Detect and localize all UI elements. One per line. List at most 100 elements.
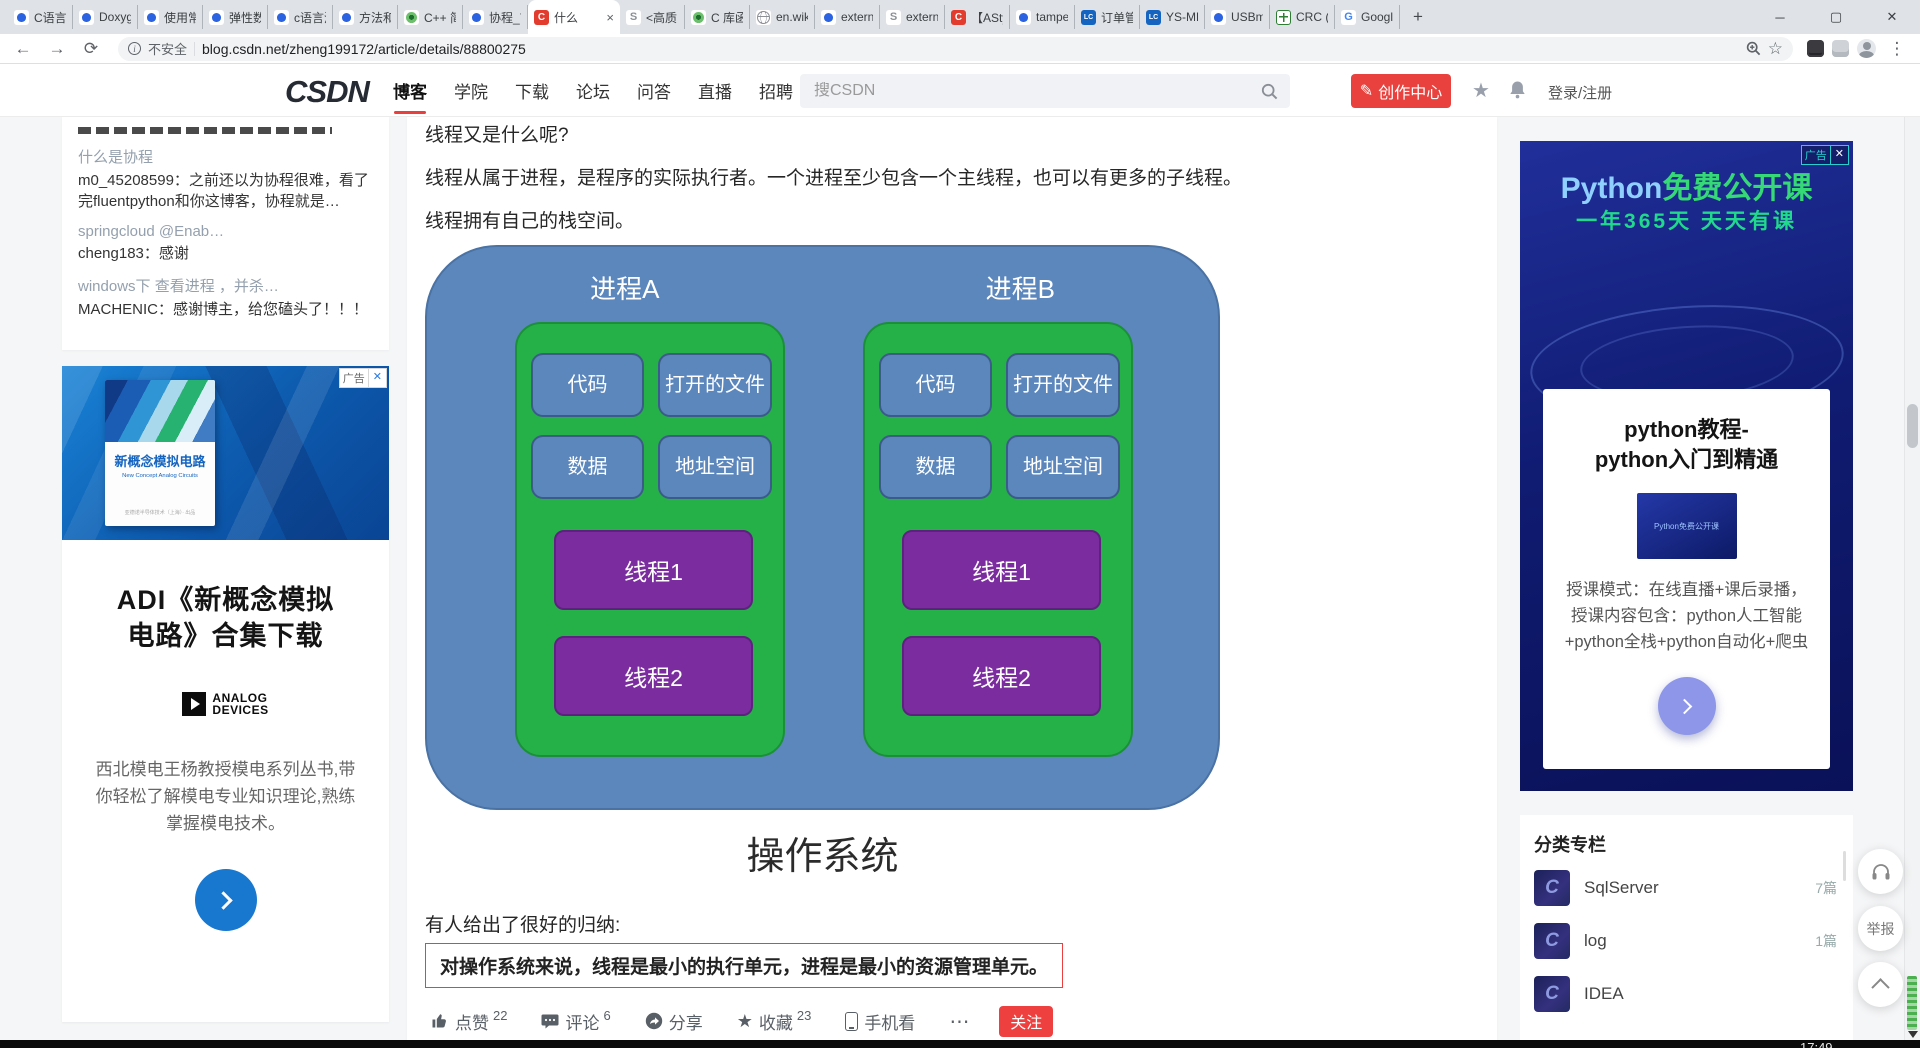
url-omnibox[interactable]: i 不安全 blog.csdn.net/zheng199172/article/…: [118, 36, 1793, 61]
csdn-logo[interactable]: CSDN: [285, 74, 370, 109]
nav-item[interactable]: 问答: [637, 83, 671, 102]
ad-close-icon[interactable]: ✕: [1830, 145, 1849, 165]
phone-icon: [845, 1011, 859, 1031]
category-name: log: [1584, 930, 1607, 950]
article-paragraph: 线程从属于进程，是程序的实际执行者。一个进程至少包含一个主线程，也可以有更多的子…: [425, 168, 1243, 189]
browser-tab[interactable]: <高质 ×: [620, 5, 685, 29]
browser-tab[interactable]: 什么 ×: [528, 0, 620, 34]
python-ad-arrow-button[interactable]: [1657, 677, 1716, 735]
browser-tab[interactable]: Google ×: [1335, 5, 1400, 29]
browser-tab[interactable]: C语言 ×: [8, 5, 73, 29]
browser-menu-kebab-icon[interactable]: ⋮: [1888, 38, 1906, 58]
browser-tab[interactable]: 协程_首 ×: [463, 5, 528, 29]
comment-item[interactable]: springcloud @Enab… cheng183：感谢: [78, 223, 373, 264]
extension-icon[interactable]: [1832, 40, 1849, 57]
category-item[interactable]: C log 1篇: [1520, 914, 1853, 967]
reload-icon[interactable]: ⟳: [83, 38, 99, 58]
report-button[interactable]: 举报: [1858, 906, 1903, 951]
page-info-icon[interactable]: i: [128, 42, 141, 55]
url-text[interactable]: blog.csdn.net/zheng199172/article/detail…: [202, 40, 526, 57]
bookmark-star-icon[interactable]: ☆: [1767, 38, 1783, 58]
tab-title: extern: [906, 10, 938, 24]
browser-tab[interactable]: C++ 简 ×: [398, 5, 463, 29]
category-item[interactable]: C SqlServer 7篇: [1520, 861, 1853, 914]
comment-article-title[interactable]: windows下 查看进程 ，并杀…: [78, 278, 279, 295]
star-icon: ★: [736, 1010, 753, 1031]
search-input[interactable]: [800, 82, 1261, 100]
address-divider: [194, 41, 196, 56]
back-icon[interactable]: ←: [14, 38, 32, 58]
nav-item[interactable]: 学院: [454, 83, 488, 102]
page-scrollbar-track[interactable]: [1904, 64, 1920, 1040]
forward-icon[interactable]: →: [48, 38, 66, 58]
extension-icon[interactable]: [1807, 40, 1824, 57]
notification-bell-icon[interactable]: [1508, 80, 1527, 100]
browser-tab[interactable]: 订单管 ×: [1075, 5, 1140, 29]
mobile-view-button[interactable]: 手机看: [845, 1009, 915, 1034]
comment-item[interactable]: windows下 查看进程 ，并杀… MACHENIC：感谢博主，给您磕头了！！…: [78, 275, 373, 320]
browser-tab[interactable]: 【ASty ×: [945, 5, 1010, 29]
window-close-button[interactable]: ✕: [1886, 9, 1898, 24]
new-tab-button[interactable]: +: [1413, 7, 1423, 26]
browser-tab[interactable]: 使用常 ×: [138, 5, 203, 29]
back-to-top-button[interactable]: [1858, 962, 1903, 1007]
nav-item[interactable]: 论坛: [576, 83, 610, 102]
ad-close-icon[interactable]: ✕: [368, 368, 387, 388]
window-minimize-button[interactable]: ─: [1775, 9, 1785, 25]
browser-tab[interactable]: 弹性数 ×: [203, 5, 268, 29]
page-scrollbar-thumb[interactable]: [1907, 404, 1918, 448]
nav-item[interactable]: 下载: [515, 83, 549, 102]
comment-item[interactable]: 什么是协程 m0_45208599：之前还以为协程很难，看了完fluentpyt…: [78, 146, 373, 212]
customer-service-button[interactable]: [1858, 849, 1903, 894]
category-scrollbar-thumb[interactable]: [1843, 851, 1846, 881]
browser-tab[interactable]: C 库函 ×: [685, 5, 750, 29]
tab-title: C语言: [34, 10, 66, 25]
browser-tab[interactable]: extern ×: [880, 5, 945, 29]
window-maximize-button[interactable]: ▢: [1829, 9, 1843, 24]
tab-title: 使用常: [164, 10, 196, 25]
userscript-scroll-indicator[interactable]: [1907, 976, 1917, 1030]
comment-article-title[interactable]: 什么是协程: [78, 149, 154, 166]
category-icon: C: [1534, 922, 1570, 959]
resource-box: 代码: [879, 353, 992, 417]
headphones-icon: [1872, 863, 1889, 879]
search-icon[interactable]: [1261, 83, 1278, 100]
share-button[interactable]: 分享: [645, 1009, 703, 1034]
browser-tab[interactable]: tampe ×: [1010, 5, 1075, 29]
tab-favicon: [1276, 9, 1291, 25]
clipped-comment-line: [78, 127, 332, 134]
comment-article-title[interactable]: springcloud @Enab…: [78, 223, 225, 240]
nav-item[interactable]: 直播: [698, 83, 732, 102]
browser-tab[interactable]: c语言浅 ×: [268, 5, 333, 29]
python-course-title: python入门到精通: [1594, 447, 1779, 472]
browser-tab[interactable]: extern ×: [815, 5, 880, 29]
zoom-magnifier-icon[interactable]: [1746, 41, 1761, 56]
tab-title: Doxyge: [99, 10, 131, 24]
tab-close-icon[interactable]: ×: [606, 9, 614, 25]
nav-item[interactable]: 招聘: [759, 83, 793, 102]
browser-tab[interactable]: YS-MB ×: [1140, 5, 1205, 29]
python-course-advertisement[interactable]: 广告 ✕ Python免费公开课 一年365天 天天有课 python教程- p…: [1520, 141, 1853, 791]
adi-ad-arrow-button[interactable]: [194, 869, 257, 931]
browser-tab[interactable]: 方法和 ×: [333, 5, 398, 29]
browser-address-bar: ← → ⟳ i 不安全 blog.csdn.net/zheng199172/ar…: [0, 34, 1920, 64]
browser-tab[interactable]: Doxyge ×: [73, 5, 138, 29]
follow-button[interactable]: 关注: [999, 1005, 1054, 1037]
adi-advertisement[interactable]: 广告 ✕ 新概念模拟电路 New Concept Analog Circuits…: [62, 366, 389, 1022]
resource-box: 代码: [531, 353, 644, 417]
browser-profile-avatar[interactable]: [1857, 39, 1876, 58]
recent-comments-card: 什么是协程 m0_45208599：之前还以为协程很难，看了完fluentpyt…: [62, 117, 389, 350]
login-register-link[interactable]: 登录/注册: [1548, 85, 1613, 102]
favorites-star-icon[interactable]: ★: [1472, 80, 1490, 102]
nav-item[interactable]: 博客: [393, 64, 427, 117]
comment-body: m0_45208599：之前还以为协程很难，看了完fluentpython和你这…: [78, 172, 369, 210]
browser-tab[interactable]: USBmi ×: [1205, 5, 1270, 29]
browser-tab[interactable]: CRC ( ×: [1270, 5, 1335, 29]
creator-center-button[interactable]: ✎ 创作中心: [1351, 74, 1451, 108]
more-actions-button[interactable]: ⋯: [949, 1010, 972, 1033]
category-item[interactable]: C IDEA: [1520, 967, 1853, 1020]
browser-tab[interactable]: en.wik ×: [750, 5, 815, 29]
